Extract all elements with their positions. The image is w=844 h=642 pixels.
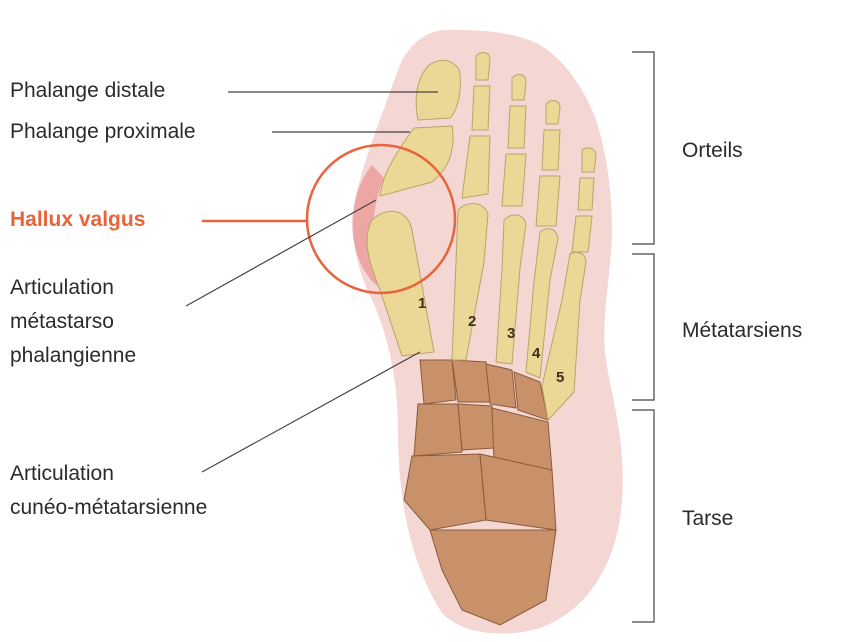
label-articulation-cm-line1: Articulation bbox=[10, 461, 114, 487]
label-phalange-proximale: Phalange proximale bbox=[10, 119, 196, 145]
leader-articulation-mtp bbox=[186, 200, 376, 306]
bracket-tarse bbox=[632, 410, 654, 622]
label-articulation-cm-line2: cunéo-métatarsienne bbox=[10, 495, 207, 521]
label-metatarsiens: Métatarsiens bbox=[682, 318, 802, 344]
bone-number-5: 5 bbox=[556, 369, 564, 386]
bracket-metatarsiens bbox=[632, 254, 654, 400]
label-orteils: Orteils bbox=[682, 138, 743, 164]
label-phalange-distale: Phalange distale bbox=[10, 78, 165, 104]
bone-number-1: 1 bbox=[418, 295, 426, 312]
tarsal-bones bbox=[404, 360, 556, 625]
label-hallux-valgus: Hallux valgus bbox=[10, 207, 145, 233]
label-articulation-mtp-line1: Articulation bbox=[10, 275, 114, 301]
bone-number-3: 3 bbox=[507, 325, 515, 342]
label-tarse: Tarse bbox=[682, 506, 733, 532]
bone-number-2: 2 bbox=[468, 313, 476, 330]
bracket-orteils bbox=[632, 52, 654, 244]
label-articulation-mtp-line3: phalangienne bbox=[10, 343, 136, 369]
bone-number-4: 4 bbox=[532, 345, 541, 362]
leader-articulation-cm bbox=[202, 352, 420, 472]
label-articulation-mtp-line2: métastarso bbox=[10, 309, 114, 335]
